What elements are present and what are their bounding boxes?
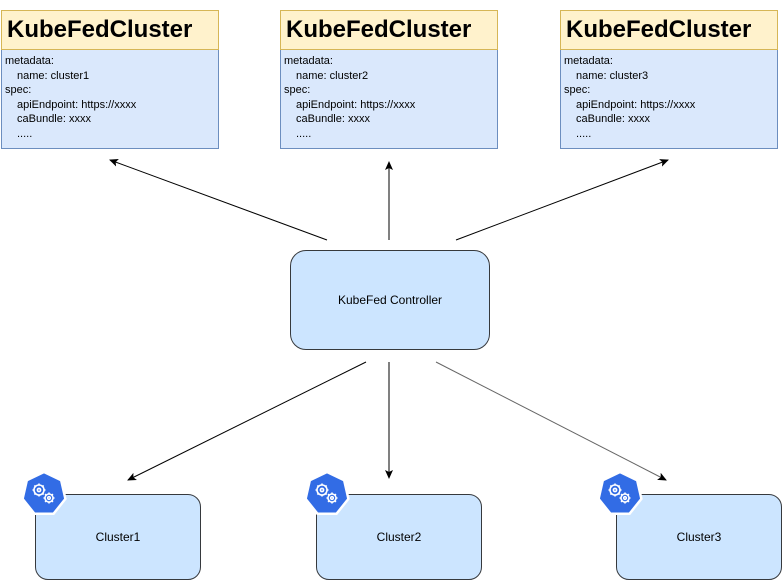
card-line: apiEndpoint: https://xxxx xyxy=(17,98,137,111)
kubernetes-icon xyxy=(21,470,67,516)
card-line: caBundle: xxxx xyxy=(296,113,370,126)
card-title: KubeFedCluster xyxy=(280,10,498,50)
cluster-label: Cluster1 xyxy=(95,530,141,544)
card-line: name: cluster1 xyxy=(17,69,90,82)
card-line: metadata: xyxy=(5,55,54,67)
kubernetes-icon xyxy=(304,470,350,516)
card-line: name: cluster2 xyxy=(296,69,369,82)
kubernetes-icon xyxy=(597,470,643,516)
cluster-node-2: Cluster2 xyxy=(316,494,482,580)
card-line: caBundle: xxxx xyxy=(576,113,650,126)
kubefedcluster-card-2: KubeFedCluster metadata: name: cluster2 … xyxy=(280,10,498,149)
card-title: KubeFedCluster xyxy=(560,10,778,50)
controller-label: KubeFed Controller xyxy=(337,293,443,307)
card-body: metadata: name: cluster3 spec: apiEndpoi… xyxy=(560,50,778,149)
card-title: KubeFedCluster xyxy=(1,10,219,50)
card-body: metadata: name: cluster1 spec: apiEndpoi… xyxy=(1,50,219,149)
card-line: name: cluster3 xyxy=(576,69,649,82)
cluster-node-3: Cluster3 xyxy=(616,494,782,580)
arrow-controller-to-cluster-1 xyxy=(127,361,367,481)
card-line: apiEndpoint: https://xxxx xyxy=(576,98,696,111)
kubefed-controller-node: KubeFed Controller xyxy=(290,250,490,350)
card-line: ..... xyxy=(296,127,312,140)
card-line: metadata: xyxy=(564,55,613,67)
arrow-controller-to-card-3 xyxy=(455,159,669,241)
card-body: metadata: name: cluster2 spec: apiEndpoi… xyxy=(280,50,498,149)
card-line: spec: xyxy=(284,84,311,97)
card-line: apiEndpoint: https://xxxx xyxy=(296,98,416,111)
card-line: spec: xyxy=(564,84,591,97)
card-line: ..... xyxy=(576,127,592,140)
cluster-label: Cluster3 xyxy=(676,530,722,544)
kubefedcluster-card-3: KubeFedCluster metadata: name: cluster3 … xyxy=(560,10,778,149)
card-line: spec: xyxy=(5,84,32,97)
card-line: caBundle: xxxx xyxy=(17,113,91,126)
kubefedcluster-card-1: KubeFedCluster metadata: name: cluster1 … xyxy=(1,10,219,149)
card-line: metadata: xyxy=(284,55,333,67)
cluster-label: Cluster2 xyxy=(376,530,422,544)
cluster-node-1: Cluster1 xyxy=(35,494,201,580)
card-line: ..... xyxy=(17,127,33,140)
arrow-controller-to-cluster-3 xyxy=(435,361,667,481)
arrow-controller-to-card-1 xyxy=(109,159,328,241)
